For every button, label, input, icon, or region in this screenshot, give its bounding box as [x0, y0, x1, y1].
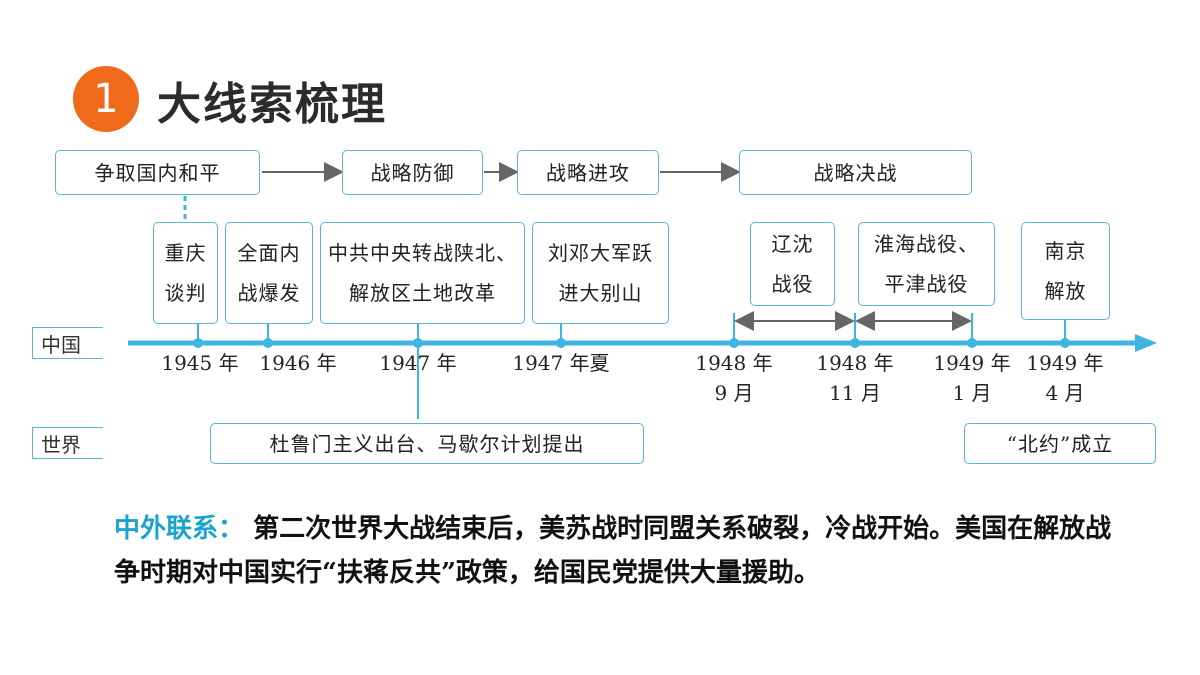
row-label-world: 世界 — [32, 427, 114, 459]
page-title: 大线索梳理 — [157, 79, 387, 130]
event-box-civil-war: 全面内 战爆发 — [225, 222, 313, 324]
relation-note: 中外联系： 第二次世界大战结束后，美苏战时同盟关系破裂，冷战开始。美国在解放战争… — [114, 507, 1114, 595]
year-label-1947-summer: 1947 年夏 — [512, 351, 610, 375]
relation-note-text: 第二次世界大战结束后，美苏战时同盟关系破裂，冷战开始。美国在解放战争时期对中国实… — [114, 514, 1112, 588]
phase-box-decisive: 战略决战 — [739, 150, 972, 195]
event-box-liaoshen: 辽沈 战役 — [750, 222, 835, 306]
event-box-huaihai: 淮海战役、 平津战役 — [858, 222, 995, 306]
phase-box-offense: 战略进攻 — [517, 150, 659, 195]
event-box-truman: 杜鲁门主义出台、马歇尔计划提出 — [210, 423, 644, 464]
event-box-nanjing: 南京 解放 — [1021, 222, 1110, 320]
relation-note-label: 中外联系： — [114, 514, 245, 544]
timeline-axis-arrowhead — [1135, 334, 1157, 352]
year-label-1947: 1947 年 — [379, 351, 457, 375]
event-box-shaanbei: 中共中央转战陕北、 解放区土地改革 — [320, 222, 525, 324]
row-label-china: 中国 — [32, 327, 114, 359]
year-label-1949-4: 1949 年 4 月 — [1026, 351, 1104, 405]
year-label-1945: 1945 年 — [161, 351, 239, 375]
phase-box-peace: 争取国内和平 — [55, 150, 260, 195]
section-number-badge: 1 — [73, 66, 139, 132]
year-label-1946: 1946 年 — [259, 351, 337, 375]
year-label-1948-9: 1948 年 9 月 — [695, 351, 773, 405]
event-box-chongqing: 重庆 谈判 — [153, 222, 218, 324]
year-label-1949-1: 1949 年 1 月 — [933, 351, 1011, 405]
event-box-nato: “北约”成立 — [964, 423, 1156, 464]
year-label-1948-11: 1948 年 11 月 — [816, 351, 894, 405]
phase-box-defense: 战略防御 — [342, 150, 483, 195]
event-box-dabieshan: 刘邓大军跃 进大别山 — [532, 222, 669, 324]
